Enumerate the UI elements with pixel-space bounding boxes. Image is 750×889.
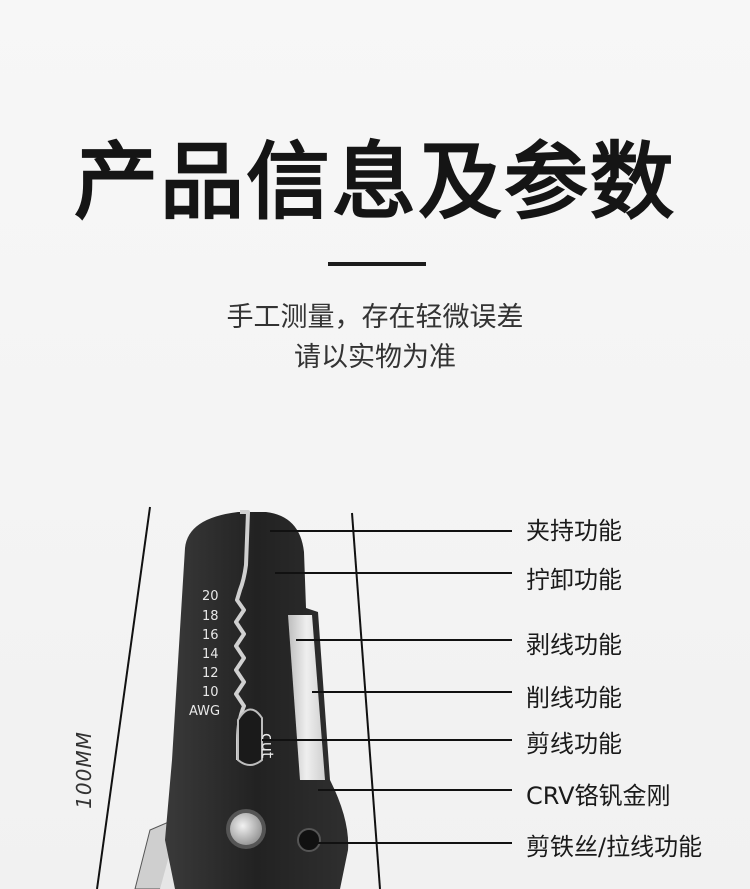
- gauge-label-12: 12: [202, 666, 219, 681]
- page-title: 产品信息及参数: [73, 133, 676, 231]
- dimension-label: 100MM: [72, 731, 96, 809]
- callout-unscrew: 拧卸功能: [526, 566, 622, 594]
- gauge-label-20: 20: [202, 589, 219, 604]
- dimension-line-left: [96, 506, 151, 889]
- callout-crv: CRV铬钒金刚: [526, 782, 671, 810]
- callout-clamp: 夹持功能: [526, 517, 622, 545]
- callout-wire: 剪铁丝/拉线功能: [526, 833, 703, 861]
- gauge-unit-label: AWG: [189, 704, 220, 719]
- subtitle-line-1: 手工测量，存在轻微误差: [226, 302, 524, 333]
- dimension-line-right: [351, 512, 381, 889]
- gauge-label-18: 18: [202, 609, 219, 624]
- gauge-label-14: 14: [202, 647, 219, 662]
- gauge-label-10: 10: [202, 685, 219, 700]
- gauge-label-16: 16: [202, 628, 219, 643]
- callout-shave: 削线功能: [526, 684, 622, 712]
- callout-strip: 剥线功能: [526, 631, 622, 659]
- wire-hole: [297, 828, 321, 852]
- tool-body: [165, 512, 349, 889]
- cut-label: cut: [258, 733, 277, 758]
- title-divider: [328, 262, 426, 266]
- subtitle-line-2: 请以实物为准: [294, 342, 456, 373]
- callout-cut: 剪线功能: [526, 730, 622, 758]
- cut-notch: [237, 708, 263, 766]
- stripping-blade: [288, 615, 325, 780]
